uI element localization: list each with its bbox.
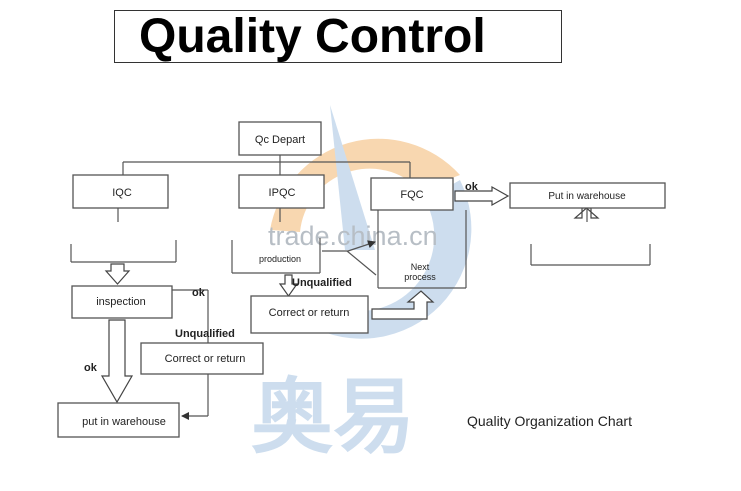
hierarchy-lines [70, 155, 651, 420]
ipqc-label: IPQC [269, 187, 296, 199]
correct-or-return-mid-box [250, 295, 369, 334]
put-in-warehouse-top-box [509, 182, 666, 209]
put-in-warehouse-bottom-label: put in warehouse [82, 416, 166, 428]
title-box: Quality Control [114, 10, 562, 63]
block-arrows [100, 185, 600, 404]
arrow-to-inspection [104, 263, 131, 285]
fqc-box [370, 177, 454, 211]
edge-label-unqualified-inspection: Unqualified [175, 328, 235, 340]
iqc-box [72, 174, 169, 209]
qc-depart-label: Qc Depart [255, 134, 305, 146]
next-process-label-line2: process [404, 272, 436, 282]
arrow-fqc-to-warehouse [454, 185, 510, 207]
edge-label-unqualified-ipqc: Unqualified [292, 277, 352, 289]
correct-or-return-left-label: Correct or return [165, 353, 246, 365]
edge-label-ok-fqc: ok [465, 181, 479, 193]
inspection-label: inspection [96, 296, 146, 308]
next-process-label-line1: Next [411, 262, 430, 272]
watermark-triangle [330, 105, 375, 250]
fqc-label: FQC [400, 189, 423, 201]
edge-label-ok-left: ok [84, 362, 98, 374]
page-title: Quality Control [139, 10, 486, 63]
put-in-warehouse-bottom-box [57, 402, 180, 438]
production-label: production [259, 254, 301, 264]
arrow-inspection-to-warehouse [100, 319, 134, 404]
arrow-warehouse-up [573, 207, 600, 219]
correct-or-return-mid-label: Correct or return [269, 307, 350, 319]
watermark-brand: 奥易 [251, 372, 415, 463]
ipqc-box [238, 174, 325, 209]
iqc-label: IQC [112, 187, 132, 199]
inspection-box [71, 285, 173, 319]
arrow-to-correct-mid [278, 274, 299, 298]
watermark: 奥易 trade.china.cn [251, 105, 472, 463]
watermark-site: trade.china.cn [268, 221, 438, 251]
edge-label-ok-inspection: ok [192, 287, 206, 299]
arrow-correct-to-next-process [371, 290, 435, 320]
put-in-warehouse-top-label: Put in warehouse [548, 191, 626, 202]
qc-depart-box [238, 121, 322, 156]
correct-or-return-left-box [140, 342, 264, 375]
chart-caption: Quality Organization Chart [467, 413, 632, 429]
